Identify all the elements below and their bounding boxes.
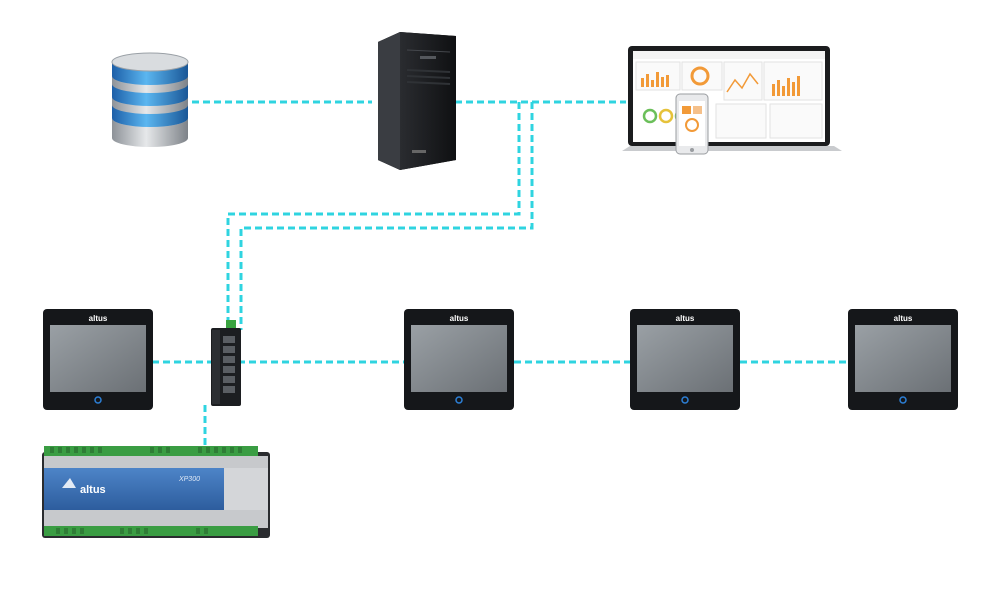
- ethernet-switch-icon[interactable]: [211, 320, 241, 406]
- panel-brand: altus: [894, 314, 913, 323]
- panel-brand: altus: [450, 314, 469, 323]
- plc-logo-icon: [62, 478, 76, 488]
- link-trunk-outer: [226, 102, 521, 330]
- hmi-panel-2[interactable]: altus: [404, 309, 514, 410]
- plc-model: XP300: [178, 476, 200, 483]
- hmi-panel-4[interactable]: altus: [848, 309, 958, 410]
- network-links: [152, 100, 848, 450]
- hmi-panel-3[interactable]: altus: [630, 309, 740, 410]
- panel-brand: altus: [676, 314, 695, 323]
- smartphone-icon[interactable]: [675, 93, 709, 155]
- power-icon: [94, 396, 102, 404]
- link-trunk-inner: [239, 102, 534, 330]
- hmi-panel-1[interactable]: altus: [43, 309, 153, 410]
- panel-brand: altus: [89, 314, 108, 323]
- power-icon: [681, 396, 689, 404]
- laptop-dashboard-icon[interactable]: [622, 46, 842, 151]
- database-icon[interactable]: [111, 52, 189, 147]
- power-icon: [455, 396, 463, 404]
- plc-controller-icon[interactable]: altus XP300: [42, 446, 270, 538]
- server-tower-icon[interactable]: [378, 32, 456, 170]
- power-icon: [899, 396, 907, 404]
- plc-brand: altus: [80, 484, 106, 496]
